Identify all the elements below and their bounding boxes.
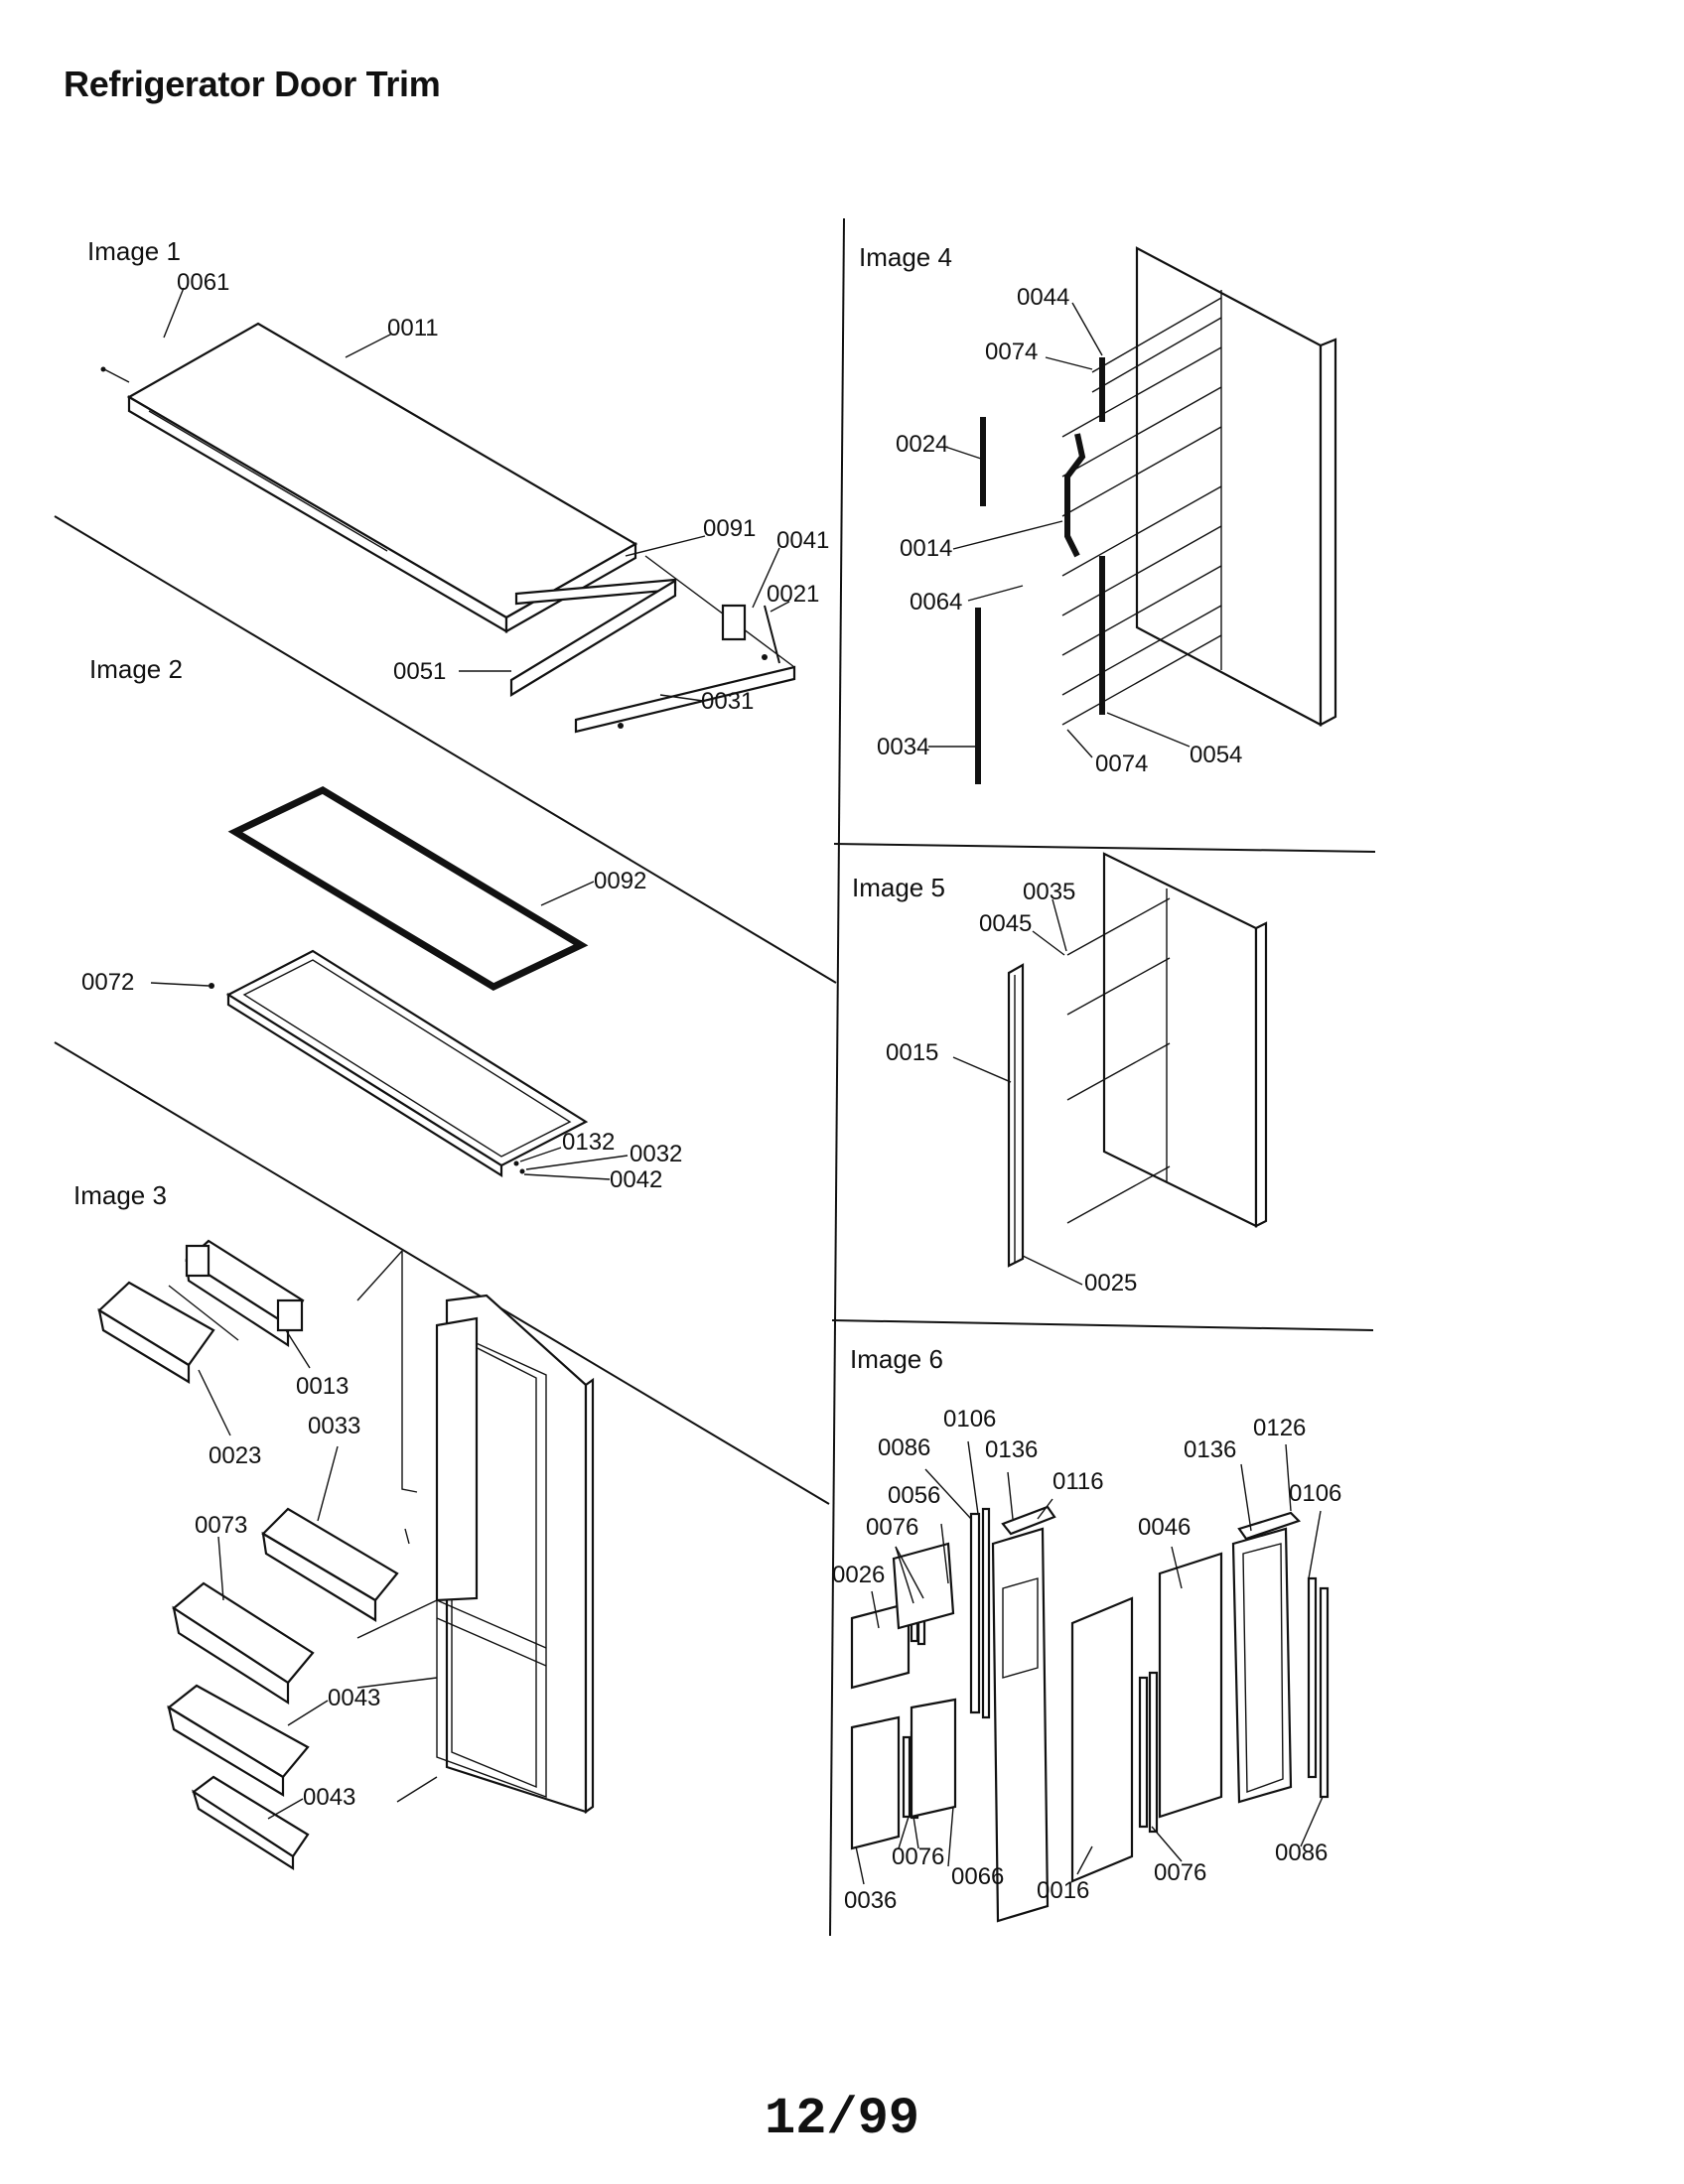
callout-0076-upper: 0076 [866,1514,918,1541]
callout-0056: 0056 [888,1482,940,1509]
panel-4-title: Image 4 [859,242,952,272]
panel-2-title: Image 2 [89,654,183,684]
callout-0054: 0054 [1190,742,1242,768]
image-4-drawing [975,246,1337,784]
callout-0106-left: 0106 [943,1406,996,1433]
callout-0014: 0014 [900,535,952,562]
panel-6-title: Image 6 [850,1344,943,1374]
callout-0091: 0091 [703,515,756,542]
callout-0045: 0045 [979,910,1032,937]
callout-0064: 0064 [910,589,962,615]
callout-0026: 0026 [832,1562,885,1588]
page-title: Refrigerator Door Trim [64,64,441,104]
callout-0013: 0013 [296,1373,349,1400]
callout-0106-right: 0106 [1289,1480,1341,1507]
callout-0033: 0033 [308,1413,360,1439]
callout-0043-lower: 0043 [303,1784,355,1811]
callout-0043-upper: 0043 [328,1685,380,1711]
callout-0076-lower: 0076 [892,1843,944,1870]
callout-0034: 0034 [877,734,929,760]
callout-0061: 0061 [177,269,229,296]
callout-0046: 0046 [1138,1514,1191,1541]
callout-0025: 0025 [1084,1270,1137,1297]
image-1-callouts: 0061 0011 0091 0041 0021 0051 0031 [163,269,829,715]
callout-0116: 0116 [1052,1468,1104,1495]
callout-0041: 0041 [776,527,829,554]
callout-0023: 0023 [209,1442,261,1469]
image-2-callouts: 0092 0072 0132 0032 0042 [81,868,682,1193]
callout-0132: 0132 [562,1129,615,1156]
callout-0126: 0126 [1253,1415,1306,1441]
panel-3-title: Image 3 [73,1180,167,1210]
callout-0136-left: 0136 [985,1436,1038,1463]
callout-0051: 0051 [393,658,446,685]
callout-0136-right: 0136 [1184,1436,1236,1463]
image-5-drawing [1007,852,1268,1268]
callout-0074-lower: 0074 [1095,751,1148,777]
callout-0074-upper: 0074 [985,339,1038,365]
image-2-drawing [209,786,589,1177]
callout-0016: 0016 [1037,1877,1089,1904]
image-6-callouts: 0106 0086 0136 0116 0056 0076 0026 0126 … [832,1406,1341,1914]
image-3-drawing [97,1239,595,1870]
callout-0024: 0024 [896,431,948,458]
panel-dividers [54,217,1376,1937]
callout-0015: 0015 [886,1039,938,1066]
callout-0036: 0036 [844,1887,897,1914]
callout-0042: 0042 [610,1166,662,1193]
callout-0086-left: 0086 [878,1434,930,1461]
callout-0011: 0011 [387,315,439,341]
callout-0086-right: 0086 [1275,1840,1328,1866]
panel-1-title: Image 1 [87,236,181,266]
image-5-callouts: 0035 0045 0015 0025 [886,879,1137,1297]
image-1-drawing [100,322,796,734]
callout-0076-right: 0076 [1154,1859,1206,1886]
image-3-callouts: 0013 0023 0033 0073 0043 0043 [195,1329,380,1820]
image-4-callouts: 0044 0074 0024 0014 0064 0034 0074 0054 [877,284,1242,777]
callout-0031: 0031 [701,688,754,715]
page-footer: 12/99 [764,2090,920,2148]
callout-0073: 0073 [195,1512,247,1539]
callout-0072: 0072 [81,969,134,996]
image-6-drawing [850,1505,1330,1923]
callout-0035: 0035 [1023,879,1075,905]
callout-0021: 0021 [767,581,819,608]
panel-5-title: Image 5 [852,873,945,902]
callout-0044: 0044 [1017,284,1069,311]
callout-0092: 0092 [594,868,646,894]
callout-0032: 0032 [630,1141,682,1167]
callout-0066: 0066 [951,1863,1004,1890]
